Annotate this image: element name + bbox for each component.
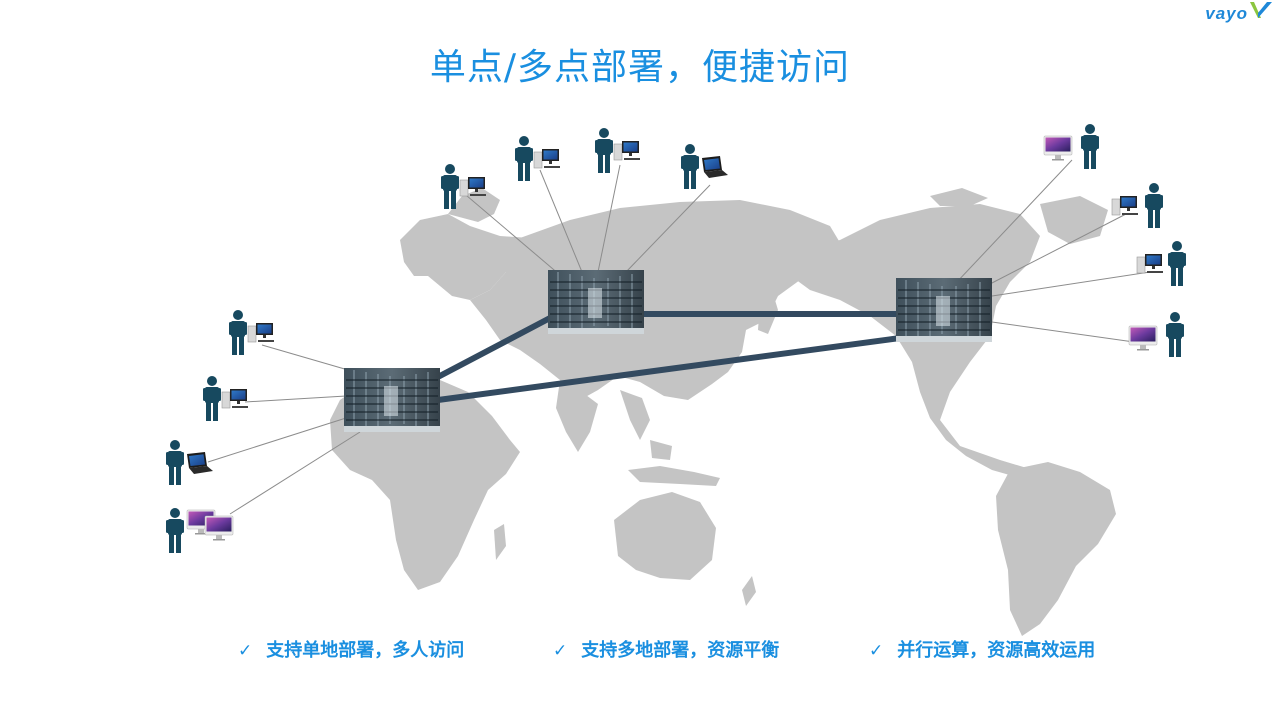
user-am-3 <box>1136 241 1186 286</box>
check-icon: ✓ <box>869 641 884 661</box>
user-eu-2 <box>515 136 561 181</box>
user-connections <box>207 159 1151 515</box>
server-cluster-europe <box>547 269 645 335</box>
user-af-4 <box>166 508 234 553</box>
server-cluster-america <box>895 277 993 343</box>
logo-text: vayo <box>1205 4 1248 23</box>
feature-text-1: 支持单地部署，多人访问 <box>266 640 465 661</box>
logo-mark-icon <box>1250 2 1272 18</box>
world-map <box>330 188 1116 636</box>
feature-item-1: ✓ 支持单地部署，多人访问 <box>238 636 464 662</box>
user-eu-3 <box>595 128 641 173</box>
feature-text-3: 并行运算，资源高效运用 <box>897 640 1096 661</box>
server-links <box>434 311 901 403</box>
feature-item-3: ✓ 并行运算，资源高效运用 <box>869 636 1095 662</box>
feature-text-2: 支持多地部署，资源平衡 <box>581 640 780 661</box>
check-icon: ✓ <box>238 641 253 661</box>
check-icon: ✓ <box>553 641 568 661</box>
feature-item-2: ✓ 支持多地部署，资源平衡 <box>553 636 779 662</box>
user-eu-4 <box>681 144 728 189</box>
vayo-logo: vayo <box>1164 0 1274 24</box>
user-af-3 <box>166 440 213 485</box>
user-af-1 <box>229 310 275 355</box>
page-title: 单点/多点部署，便捷访问 <box>429 47 851 88</box>
user-af-2 <box>203 376 249 421</box>
user-am-4 <box>1128 312 1184 357</box>
server-cluster-africa <box>343 367 441 433</box>
user-am-2 <box>1111 183 1163 228</box>
user-am-1 <box>1043 124 1099 169</box>
